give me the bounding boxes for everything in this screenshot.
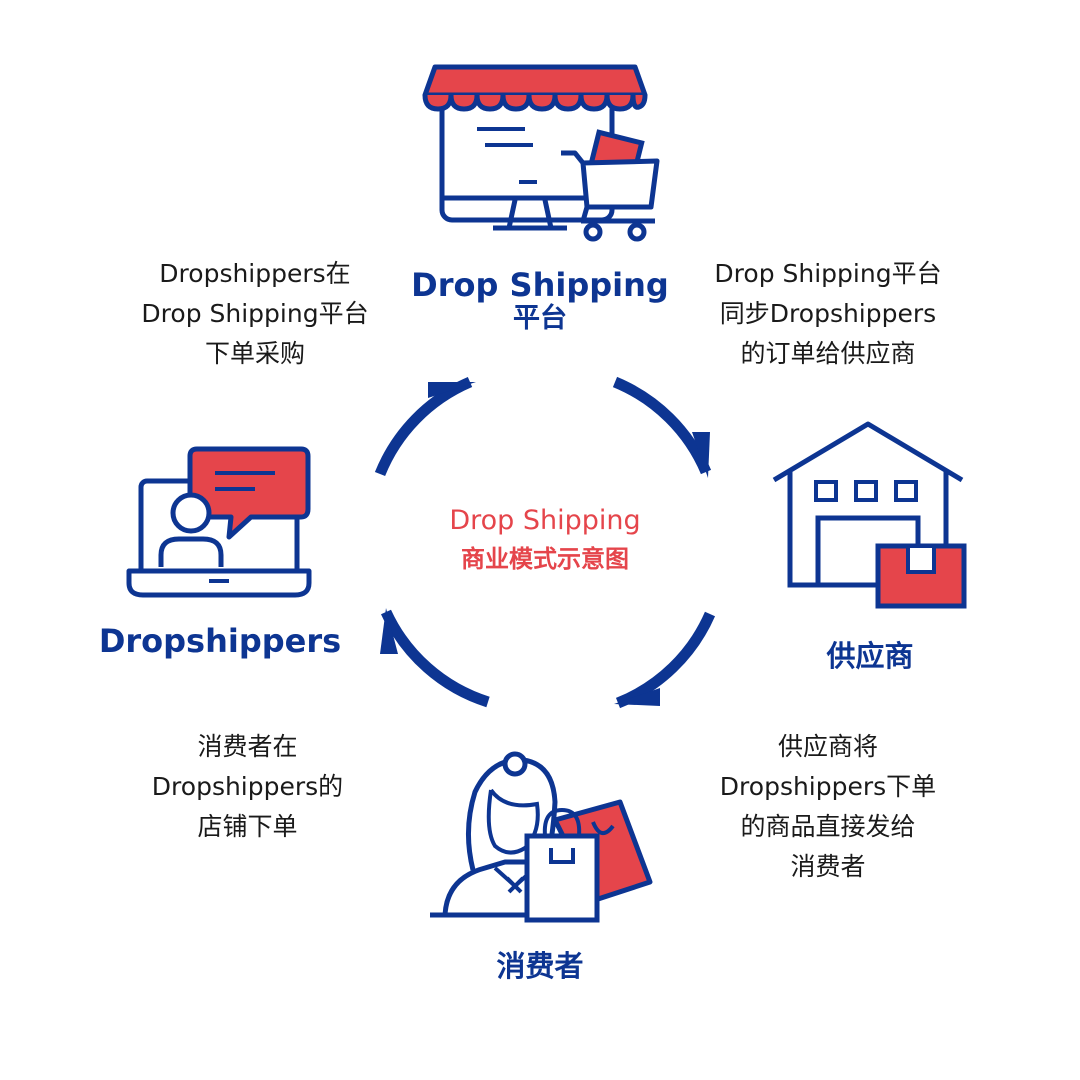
arrowhead-platform-to-supplier	[692, 432, 710, 478]
desc-line: 消费者在	[197, 732, 298, 761]
diagram-title-line1: Drop Shipping	[449, 505, 641, 536]
storefront-computer-cart-icon	[422, 64, 660, 242]
desc-line: Drop Shipping平台	[714, 259, 942, 288]
desc-line: 店铺下单	[197, 812, 298, 841]
desc-line: 的订单给供应商	[740, 339, 916, 368]
desc-line: Dropshippers的	[151, 772, 344, 801]
desc-line: Drop Shipping平台	[141, 299, 369, 328]
desc-line: 的商品直接发给	[740, 812, 916, 841]
platform-label-line2: 平台	[513, 302, 567, 334]
desc-line: 消费者	[790, 852, 866, 881]
desc-line: 同步Dropshippers	[719, 299, 937, 328]
dropshippers-label: Dropshippers	[98, 622, 342, 660]
laptop-person-chat-icon	[126, 446, 312, 598]
desc-line: Dropshippers下单	[719, 772, 937, 801]
step-description-top-left: Dropshippers在 Drop Shipping平台 下单采购	[110, 254, 400, 374]
platform-label-line1: Drop Shipping	[411, 266, 669, 304]
arrowhead-dropshippers-to-platform	[428, 382, 476, 398]
arrow-dropshippers-to-platform	[374, 376, 473, 477]
desc-line: Dropshippers在	[159, 259, 351, 288]
consumer-label: 消费者	[496, 949, 584, 983]
diagram-title: Drop Shipping 商业模式示意图	[390, 502, 700, 578]
step-description-bottom-left: 消费者在 Dropshippers的 店铺下单	[100, 727, 395, 847]
arrow-consumer-to-dropshippers	[381, 609, 490, 708]
arrow-supplier-to-consumer	[615, 611, 716, 709]
desc-line: 下单采购	[204, 339, 305, 368]
diagram-title-line2: 商业模式示意图	[461, 545, 629, 573]
step-description-top-right: Drop Shipping平台 同步Dropshippers 的订单给供应商	[683, 254, 973, 374]
arrowhead-supplier-to-consumer	[614, 688, 660, 706]
step-description-bottom-right: 供应商将 Dropshippers下单 的商品直接发给 消费者	[683, 727, 973, 887]
arrowhead-consumer-to-dropshippers	[380, 608, 398, 654]
woman-shopping-bags-icon	[430, 751, 653, 923]
warehouse-box-icon	[772, 421, 967, 609]
arrow-platform-to-supplier	[612, 376, 712, 475]
desc-line: 供应商将	[777, 732, 878, 761]
supplier-label: 供应商	[826, 639, 914, 673]
platform-label: Drop Shipping 平台	[400, 266, 680, 334]
